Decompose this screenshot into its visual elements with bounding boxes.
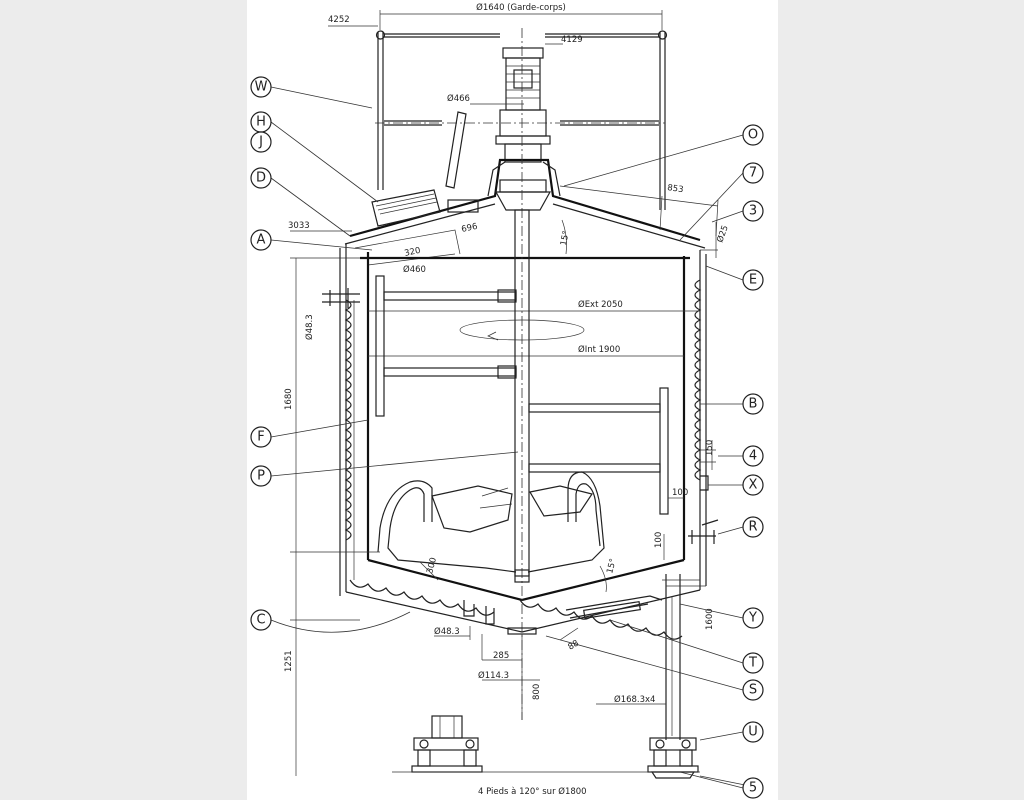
dim-4252: 4252: [328, 15, 350, 25]
dim-114: Ø114.3: [478, 670, 509, 681]
label-R: R: [748, 520, 757, 535]
dim-int: ØInt 1900: [578, 344, 620, 355]
bubble-F: F: [250, 426, 272, 448]
bubble-T: T: [742, 652, 764, 674]
dim-guardrail: Ø1640 (Garde-corps): [476, 2, 566, 13]
label-7: 7: [749, 166, 757, 181]
dim-853: 853: [667, 183, 684, 195]
dim-285: 285: [493, 651, 509, 661]
bubble-E: E: [742, 269, 764, 291]
bottom-outlets: Ø48.3 285 Ø114.3 800 88: [434, 595, 663, 720]
dim-466: Ø466: [447, 93, 470, 104]
bubble-J: J: [250, 131, 272, 153]
label-U: U: [748, 725, 758, 740]
agitator: [375, 28, 669, 720]
dim-4129: 4129: [561, 35, 583, 45]
dim-100-a: 100: [672, 488, 688, 498]
dim-48-bot: Ø48.3: [434, 626, 460, 637]
label-F: F: [257, 430, 264, 445]
bubble-W: W: [250, 76, 272, 98]
guardrail: [375, 30, 668, 210]
dim-3033: 3033: [288, 221, 310, 231]
bubble-O: O: [742, 124, 764, 146]
bubble-A: A: [250, 229, 272, 251]
label-T: T: [748, 656, 757, 671]
dim-25: Ø25: [714, 224, 730, 244]
dim-150: 150: [705, 440, 715, 456]
label-Y: Y: [748, 611, 757, 626]
dim-168: Ø168.3x4: [614, 694, 655, 705]
label-C: C: [256, 613, 265, 628]
dim-460: Ø460: [403, 264, 426, 275]
dim-696: 696: [461, 222, 479, 235]
bubble-3: 3: [742, 200, 764, 222]
label-W: W: [255, 80, 268, 95]
bubble-P: P: [250, 465, 272, 487]
bubble-4: 4: [742, 445, 764, 467]
dim-ext: ØExt 2050: [578, 299, 623, 310]
dim-100-b: 100: [654, 532, 664, 548]
label-D: D: [256, 171, 266, 186]
dim-1600: 1600: [705, 608, 715, 630]
dim-15-top: 15°: [559, 230, 571, 247]
label-S: S: [749, 683, 757, 698]
label-A: A: [257, 233, 266, 248]
drawing-sheet: Ø1640 (Garde-corps) 4252 4129 Ø466 320 6: [247, 0, 778, 800]
label-X: X: [749, 478, 758, 493]
dim-800: 800: [532, 684, 542, 700]
bubble-5: 5: [742, 777, 764, 799]
hinged-lid: [445, 111, 467, 189]
bubble-X: X: [742, 474, 764, 496]
tank-legs: 1600 Ø168.3x4 4 Pieds à 120° sur Ø1800: [392, 574, 761, 797]
dim-1251: 1251: [284, 650, 294, 672]
bubble-R: R: [742, 516, 764, 538]
tank-shell: [290, 244, 707, 640]
dim-300: 300: [425, 557, 439, 575]
label-5: 5: [749, 781, 757, 796]
dim-48-top: Ø48.3: [304, 314, 315, 340]
label-B: B: [749, 397, 758, 412]
label-P: P: [257, 469, 265, 484]
dim-1680: 1680: [284, 388, 294, 410]
tank-technical-drawing: Ø1640 (Garde-corps) 4252 4129 Ø466 320 6: [250, 2, 764, 799]
bubble-H: H: [250, 111, 272, 133]
bubble-Y: Y: [742, 607, 764, 629]
label-J: J: [258, 135, 263, 150]
leader-lines: [270, 86, 744, 789]
bubble-S: S: [742, 679, 764, 701]
dim-88: 88: [567, 639, 581, 653]
dim-feet: 4 Pieds à 120° sur Ø1800: [478, 786, 587, 797]
bubble-B: B: [742, 393, 764, 415]
bubble-7: 7: [742, 162, 764, 184]
agitator-motor: 4129 Ø466: [447, 35, 583, 163]
bubble-D: D: [250, 167, 272, 189]
dim-15-bot: 15°: [605, 558, 619, 575]
label-E: E: [749, 273, 757, 288]
dim-320: 320: [404, 246, 422, 259]
bubble-U: U: [742, 721, 764, 743]
label-O: O: [748, 128, 758, 143]
label-4: 4: [749, 449, 757, 464]
label-3: 3: [749, 204, 757, 219]
bubble-C: C: [250, 609, 272, 631]
label-H: H: [256, 115, 266, 130]
